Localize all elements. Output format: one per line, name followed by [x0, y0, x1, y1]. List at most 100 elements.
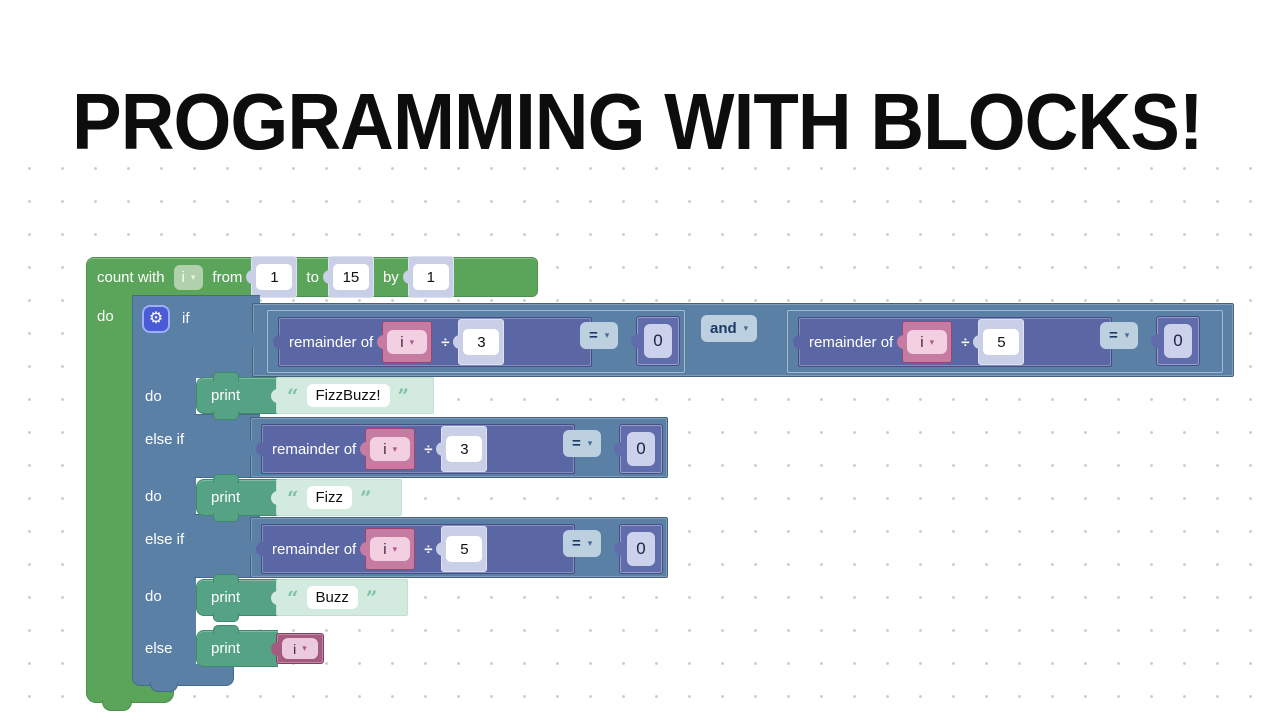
- gear-glyph: ⚙: [148, 310, 164, 327]
- comparator-symbol: =: [572, 535, 581, 552]
- variable-block[interactable]: i ▾: [360, 428, 416, 470]
- variable-dropdown[interactable]: i ▾: [370, 437, 411, 461]
- by-label: by: [382, 268, 399, 286]
- and-operator-label: and: [710, 320, 737, 337]
- number-zero-block[interactable]: 0: [614, 524, 663, 574]
- compare-block-2[interactable]: remainder of i ▾ ÷ 5 = ▾ 0: [787, 310, 1223, 373]
- close-quote-icon: ”: [360, 485, 372, 510]
- print-block-fizzbuzz[interactable]: print: [196, 372, 278, 420]
- to-value-field[interactable]: 15: [332, 264, 369, 290]
- compare-block-elseif-2[interactable]: remainder of i ▾ ÷ 5 = ▾ 0: [245, 517, 668, 578]
- if-block-body[interactable]: [132, 295, 196, 666]
- variable-name: i: [383, 540, 387, 558]
- comparator-dropdown[interactable]: = ▾: [563, 430, 602, 457]
- puzzle-tab-icon: [322, 270, 331, 284]
- do-label-1: do: [145, 388, 162, 405]
- puzzle-tab-icon: [1151, 334, 1159, 348]
- remainder-of-label: remainder of: [272, 540, 357, 558]
- by-value-block[interactable]: 1: [402, 256, 454, 298]
- variable-dropdown[interactable]: i ▾: [282, 638, 318, 659]
- zero-field[interactable]: 0: [627, 532, 655, 566]
- zero-field[interactable]: 0: [1164, 324, 1192, 358]
- and-operator-dropdown[interactable]: and ▾: [701, 315, 758, 342]
- text-block-fizzbuzz[interactable]: “ FizzBuzz! ”: [271, 377, 434, 414]
- puzzle-tab-icon: [614, 542, 622, 556]
- variable-block[interactable]: i ▾: [377, 321, 433, 363]
- puzzle-tab-icon: [256, 542, 264, 556]
- mutator-gear-icon[interactable]: ⚙: [142, 305, 170, 333]
- variable-dropdown[interactable]: i ▾: [370, 537, 411, 561]
- from-value-block[interactable]: 1: [246, 256, 298, 298]
- divisor-field[interactable]: 5: [446, 536, 483, 562]
- text-block-fizz[interactable]: “ Fizz ”: [271, 479, 402, 516]
- divisor-field[interactable]: 3: [463, 329, 500, 355]
- remainder-block[interactable]: remainder of i ▾ ÷ 5: [256, 524, 575, 574]
- puzzle-tab-icon: [247, 333, 255, 347]
- puzzle-tab-icon: [360, 442, 369, 456]
- count-loop-block[interactable]: count with i ▾ from 1 to 15 by 1: [86, 256, 538, 298]
- variable-block[interactable]: i ▾: [897, 321, 953, 363]
- from-value-field[interactable]: 1: [256, 264, 293, 290]
- loop-variable-dropdown[interactable]: i ▾: [173, 264, 204, 290]
- by-value-field[interactable]: 1: [412, 264, 449, 290]
- variable-block-i[interactable]: i ▾: [271, 633, 324, 664]
- print-label: print: [211, 640, 241, 657]
- remainder-of-label: remainder of: [809, 333, 894, 351]
- loop-variable-name: i: [181, 268, 185, 286]
- puzzle-tab-icon: [377, 335, 386, 349]
- print-block-buzz[interactable]: print: [196, 574, 278, 622]
- zero-field[interactable]: 0: [627, 432, 655, 466]
- divisor-block[interactable]: 5: [973, 319, 1025, 365]
- else-if-label-1: else if: [145, 431, 185, 448]
- loop-do-label: do: [97, 308, 114, 325]
- divisor-block[interactable]: 3: [453, 319, 505, 365]
- puzzle-tab-icon: [271, 388, 279, 403]
- number-zero-block[interactable]: 0: [631, 316, 680, 366]
- divisor-field[interactable]: 5: [983, 329, 1020, 355]
- variable-name: i: [383, 440, 387, 458]
- text-field[interactable]: Fizz: [306, 486, 353, 509]
- chevron-down-icon: ▾: [587, 538, 593, 548]
- variable-block[interactable]: i ▾: [360, 528, 416, 570]
- divisor-field[interactable]: 3: [446, 436, 483, 462]
- remainder-block[interactable]: remainder of i ▾ ÷ 3: [273, 317, 592, 367]
- print-block-variable[interactable]: print: [196, 625, 278, 667]
- close-quote-icon: ”: [397, 383, 410, 408]
- divisor-block[interactable]: 5: [436, 526, 488, 572]
- print-block-fizz[interactable]: print: [196, 474, 278, 522]
- to-value-block[interactable]: 15: [322, 256, 374, 298]
- remainder-block[interactable]: remainder of i ▾ ÷ 5: [793, 317, 1112, 367]
- comparator-dropdown[interactable]: = ▾: [563, 530, 602, 557]
- chevron-down-icon: ▾: [587, 438, 593, 448]
- variable-dropdown[interactable]: i ▾: [907, 330, 948, 354]
- if-label: if: [182, 310, 190, 327]
- prev-connection-tab: [213, 372, 239, 381]
- compare-block-1[interactable]: remainder of i ▾ ÷ 3 = ▾ 0: [267, 310, 685, 373]
- text-field[interactable]: Buzz: [306, 586, 358, 609]
- compare-block-elseif-1[interactable]: remainder of i ▾ ÷ 3 = ▾ 0: [245, 417, 668, 478]
- text-field[interactable]: FizzBuzz!: [306, 384, 390, 407]
- puzzle-tab-icon: [271, 490, 279, 505]
- chevron-down-icon: ▾: [743, 323, 749, 333]
- puzzle-tab-icon: [360, 542, 369, 556]
- logic-and-block[interactable]: remainder of i ▾ ÷ 3 = ▾ 0: [247, 303, 1234, 377]
- chevron-down-icon: ▾: [929, 336, 935, 347]
- text-block-buzz[interactable]: “ Buzz ”: [271, 579, 408, 616]
- count-loop-body[interactable]: [86, 295, 134, 678]
- divisor-block[interactable]: 3: [436, 426, 488, 472]
- if-block-foot[interactable]: [132, 664, 234, 686]
- variable-dropdown[interactable]: i ▾: [387, 330, 428, 354]
- comparator-dropdown[interactable]: = ▾: [580, 322, 619, 349]
- puzzle-tab-icon: [436, 542, 445, 556]
- remainder-block[interactable]: remainder of i ▾ ÷ 3: [256, 424, 575, 474]
- chevron-down-icon: ▾: [409, 336, 415, 347]
- comparator-dropdown[interactable]: = ▾: [1100, 322, 1139, 349]
- open-quote-icon: “: [287, 383, 299, 408]
- puzzle-tab-icon: [897, 335, 906, 349]
- number-zero-block[interactable]: 0: [614, 424, 663, 474]
- zero-field[interactable]: 0: [644, 324, 672, 358]
- number-zero-block[interactable]: 0: [1151, 316, 1200, 366]
- to-label: to: [306, 268, 319, 286]
- else-if-label-2: else if: [145, 531, 185, 548]
